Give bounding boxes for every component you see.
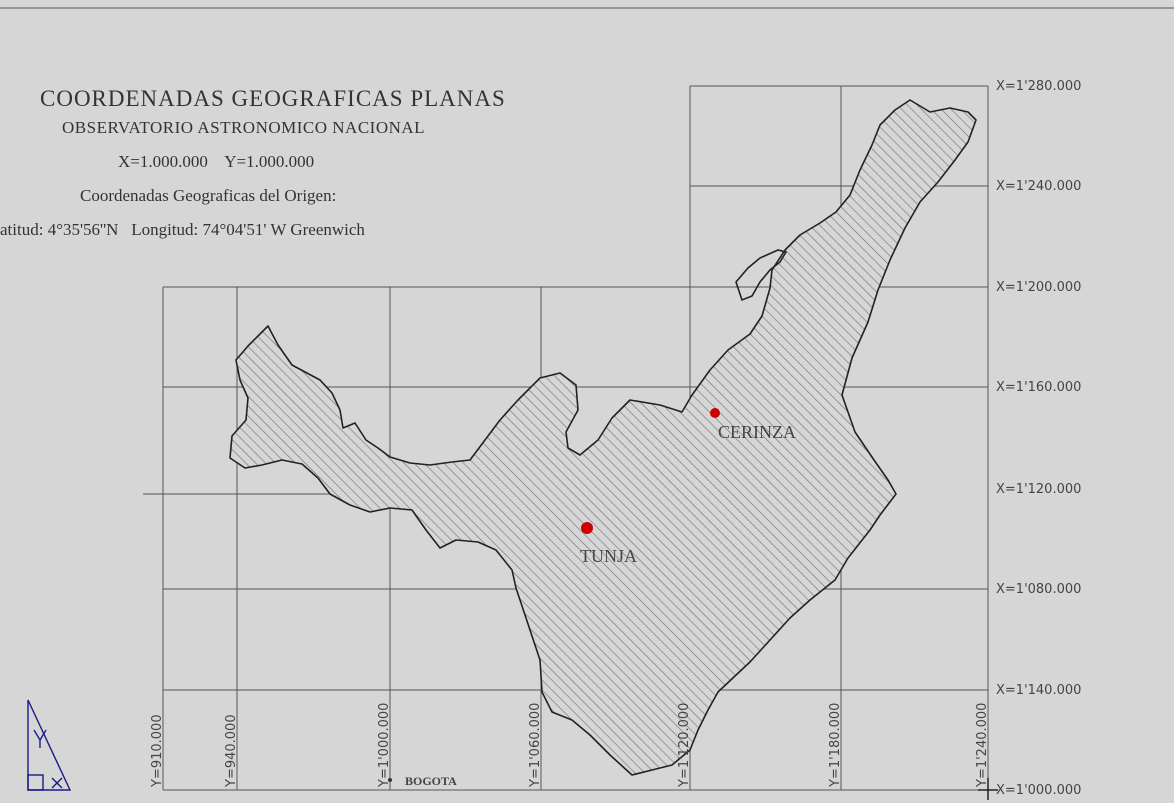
tunja-marker <box>581 522 593 534</box>
cerinza-label: CERINZA <box>718 422 796 442</box>
x-label-1160: X=1'160.000 <box>996 380 1081 395</box>
y-label-910: Y=910.000 <box>150 714 165 788</box>
bogota-marker <box>388 778 392 782</box>
x-label-1240: X=1'240.000 <box>996 179 1081 194</box>
y-label-1120: Y=1'120.000 <box>677 703 692 788</box>
x-label-1140: X=1'140.000 <box>996 683 1081 698</box>
y-label-1060: Y=1'060.000 <box>528 703 543 788</box>
y-label-1240: Y=1'240.000 <box>975 703 990 788</box>
y-axis-labels: Y=910.000 Y=940.000 Y=1'000.000 Y=1'060.… <box>150 703 990 788</box>
bogota-label: BOGOTA <box>405 774 457 788</box>
origin-caption: Coordenadas Geograficas del Origen: <box>80 186 337 205</box>
x-axis-labels: X=1'280.000 X=1'240.000 X=1'200.000 X=1'… <box>996 79 1081 798</box>
cerinza-marker <box>710 408 720 418</box>
department-region <box>229 99 977 776</box>
x-label-1080: X=1'080.000 <box>996 582 1081 597</box>
tunja-label: TUNJA <box>580 546 637 566</box>
title-line-1: COORDENADAS GEOGRAFICAS PLANAS <box>40 86 506 111</box>
y-label-1000: Y=1'000.000 <box>377 703 392 788</box>
y-label-1180: Y=1'180.000 <box>828 703 843 788</box>
x-label-1200: X=1'200.000 <box>996 280 1081 295</box>
title-line-2: OBSERVATORIO ASTRONOMICO NACIONAL <box>62 118 426 137</box>
x-label-1000: X=1'000.000 <box>996 783 1081 798</box>
origin-coordinates: X=1.000.000 Y=1.000.000 <box>118 152 315 171</box>
x-label-1280: X=1'280.000 <box>996 79 1081 94</box>
map-hook <box>735 249 788 302</box>
latitude-longitude: atitud: 4°35'56''N Longitud: 74°04'51' W… <box>0 220 365 239</box>
x-label-1120: X=1'120.000 <box>996 482 1081 497</box>
y-label-940: Y=940.000 <box>224 714 239 788</box>
triangle-symbol-icon <box>27 699 72 791</box>
